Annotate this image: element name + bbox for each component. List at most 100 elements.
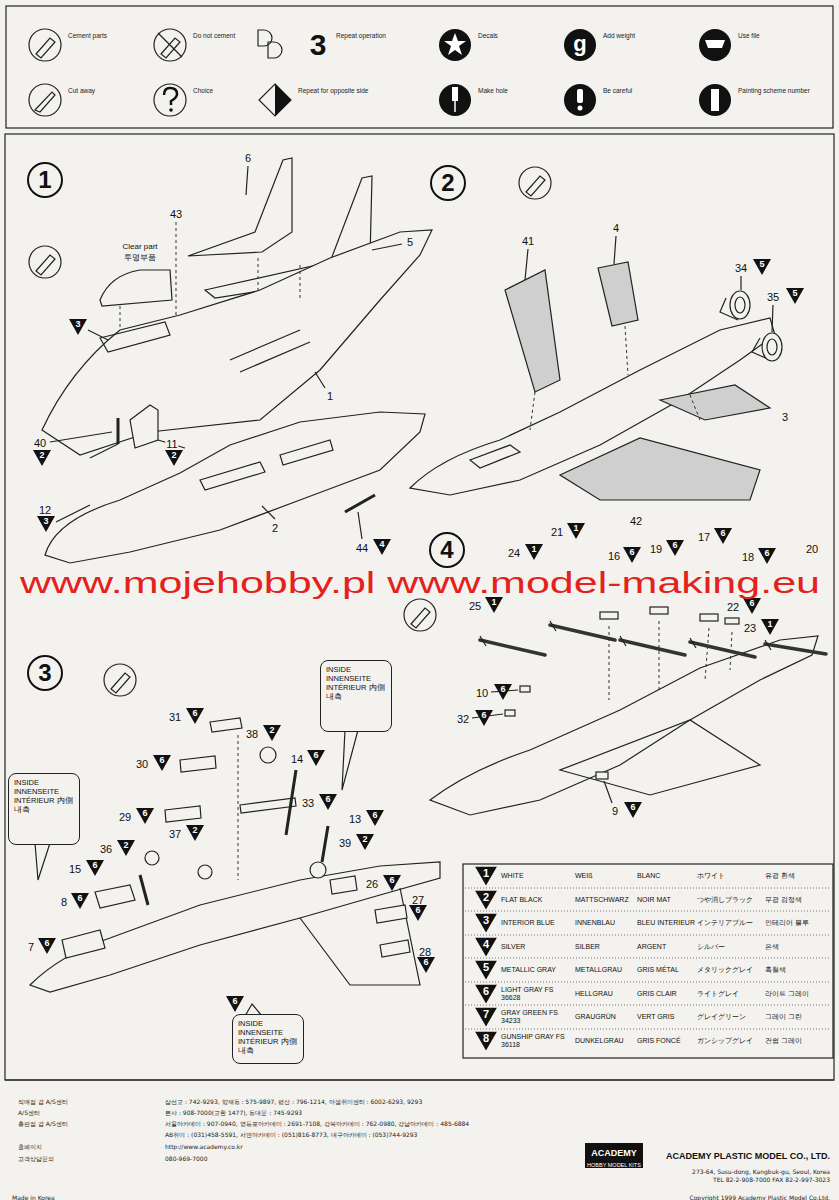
label-holder: 2 [117,840,135,856]
footer-text: 총판점 겸 A/S센터 [18,1120,68,1127]
label-holder: 6 [366,810,384,826]
label-holder: FLAT BLACK [501,895,573,903]
color-chip-triangle [786,288,804,304]
bubble-tail [35,843,50,880]
label-holder: 273-64, Susu-dong, Kangbuk-gu, Seoul, Ko… [692,1160,830,1178]
color-chip-number: 3 [69,319,87,330]
label-holder: 2 [475,890,497,909]
callout-bubble: INSIDE INNENSEITE INTÉRIEUR 内側 내측 [232,1014,304,1064]
part-note: 투명부품 [124,253,156,262]
paint-bar [711,89,719,111]
color-chip-triangle [319,794,337,810]
label-holder: 6 [186,708,204,724]
callout-number: 8 [60,896,68,908]
nozzle-inner [767,339,777,355]
question-mark [164,88,177,105]
callout-number: 1 [326,390,334,402]
callout-number: 5 [406,236,414,248]
label-holder: メタリックグレイ [697,966,763,974]
label-holder: 34 [734,258,748,276]
color-chip-number: 1 [525,544,543,555]
label-holder: グレイグリーン [697,1013,763,1021]
color-chip-triangle [186,708,204,724]
legend-cell: 그레이 그린 [765,1013,829,1021]
legend-cell: 유광 흰색 [765,872,829,880]
repeat-icon [268,42,282,58]
label-holder: SILVER [501,942,573,950]
label-holder: ホワイト [697,872,763,880]
cockpit-part [95,885,135,908]
label-holder: 6 [244,148,252,166]
callout-number: 34 [734,262,748,274]
legend-cell: HELLGRAU [575,989,635,997]
callout-number: 38 [245,728,259,740]
small-part [520,686,530,692]
color-chip-number: 2 [186,825,204,836]
wheel-part [260,747,276,763]
bubble-tail [342,730,358,790]
color-chip-number: 3 [37,516,55,527]
label-holder: Cement parts [68,32,146,39]
exclamation [577,89,583,103]
color-chip-number: 2 [33,450,51,461]
cement-icon [104,664,136,696]
callout-number: 17 [697,531,711,543]
legend-cell: WHITE [501,872,573,880]
color-chip-triangle [263,725,281,741]
color-chip-triangle [525,544,543,560]
weight-icon [564,29,596,61]
legend-cell: INNENBLAU [575,919,635,927]
color-chip-number: 1 [567,523,585,534]
color-chip-triangle [475,710,493,726]
color-chip-number: 2 [263,725,281,736]
nozzle-part [762,333,782,361]
color-chip-number: 5 [786,288,804,299]
label-holder: BLANC [637,872,695,880]
label-holder: シルバー [697,942,763,950]
color-chip-triangle [494,684,512,700]
label-holder: HOBBY MODEL KITS [587,1153,641,1171]
stick-part [117,418,120,444]
color-chip-triangle [226,996,244,1012]
label-holder: ACADEMY PLASTIC MODEL CO., LTD. [666,1145,830,1163]
label-holder: 6 [153,755,171,771]
color-chip-number: 6 [319,794,337,805]
label-holder: WEIß [575,872,635,880]
exclamation-dot [578,106,583,111]
legend-cell: MATTSCHWARZ [575,895,635,903]
label-holder: 서울아카데미 : 907-0940, 영등포아카데미 : 2691-7108, … [165,1112,469,1130]
cement-icon [29,246,61,278]
label-holder: SILBER [575,942,635,950]
legend-cell: シルバー [697,942,763,950]
callout-number: 42 [629,515,643,527]
cut-icon [29,84,61,116]
cement-tube [526,176,545,196]
label-holder: 35 [766,287,780,305]
legend-cell: GRAUGRÜN [575,1013,635,1021]
legend-cell: BLANC [637,872,695,880]
step-number: 1 [27,162,63,198]
footer-text: 080-969-7000 [165,1155,208,1162]
label-holder: DUNKELGRAU [575,1036,635,1044]
label-holder: NOIR MAT [637,895,695,903]
weight-symbol-letter: g [573,31,586,56]
callout-number: 28 [418,946,432,958]
color-chip-triangle [567,523,585,539]
color-chip-triangle [307,750,325,766]
symbol-frame [6,6,833,128]
node-text: 4 [440,538,453,562]
legend-cell: NOIR MAT [637,895,695,903]
cockpit-opening [100,322,170,352]
callout-number: 26 [365,878,379,890]
label-holder: 흑철색 [765,966,829,974]
drill-body [452,87,458,101]
callout-number: 32 [456,713,470,725]
label-holder: 1 [761,619,779,635]
gear-leg-part [286,770,296,835]
caution-icon [564,84,596,116]
label-holder: BLEU INTERIEUR [637,919,695,927]
label-holder: 33 [301,793,315,811]
drill-icon [439,84,471,116]
label-holder: 3 [37,516,55,532]
color-chip-number: 4 [373,539,391,550]
